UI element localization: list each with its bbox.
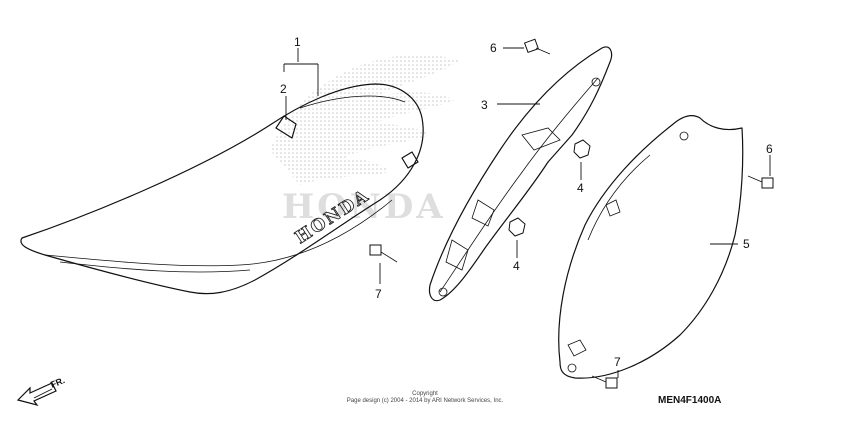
callout-1: 1 (294, 35, 301, 49)
bolt-6-right-icon (747, 175, 774, 189)
callout-5: 5 (743, 237, 750, 251)
front-label: FR. (49, 375, 66, 390)
callout-7-lower: 7 (614, 355, 621, 369)
callout-2: 2 (280, 82, 287, 96)
bolt-7-lower-icon (591, 375, 618, 389)
diagram-reference-code: MEN4F1400A (658, 395, 721, 406)
callout-4-upper: 4 (577, 181, 584, 195)
leader-lines (283, 47, 771, 378)
copyright-line-2: Page design (c) 2004 - 2014 by ARI Netwo… (347, 398, 504, 404)
front-direction-indicator: FR. (16, 375, 66, 407)
honda-watermark-text: HONDA (282, 187, 446, 227)
nut-4-upper-icon (573, 139, 591, 159)
bolt-7-left-icon (369, 244, 398, 263)
front-arrow-icon (16, 382, 57, 407)
side-cover-part (558, 114, 744, 379)
callout-6-right: 6 (766, 142, 773, 156)
honda-wing-watermark: HONDA (270, 54, 460, 227)
callout-6-upper: 6 (490, 41, 497, 55)
callout-7-left: 7 (375, 287, 382, 301)
side-frame-bracket-part (428, 46, 613, 302)
nut-4-lower-icon (508, 217, 526, 237)
callout-3: 3 (481, 98, 488, 112)
callouts: 1 2 3 6 4 4 5 6 7 7 (280, 35, 773, 369)
bolt-6-upper-icon (523, 38, 551, 55)
copyright-line-1: Copyright (412, 391, 438, 397)
callout-4-lower: 4 (513, 259, 520, 273)
